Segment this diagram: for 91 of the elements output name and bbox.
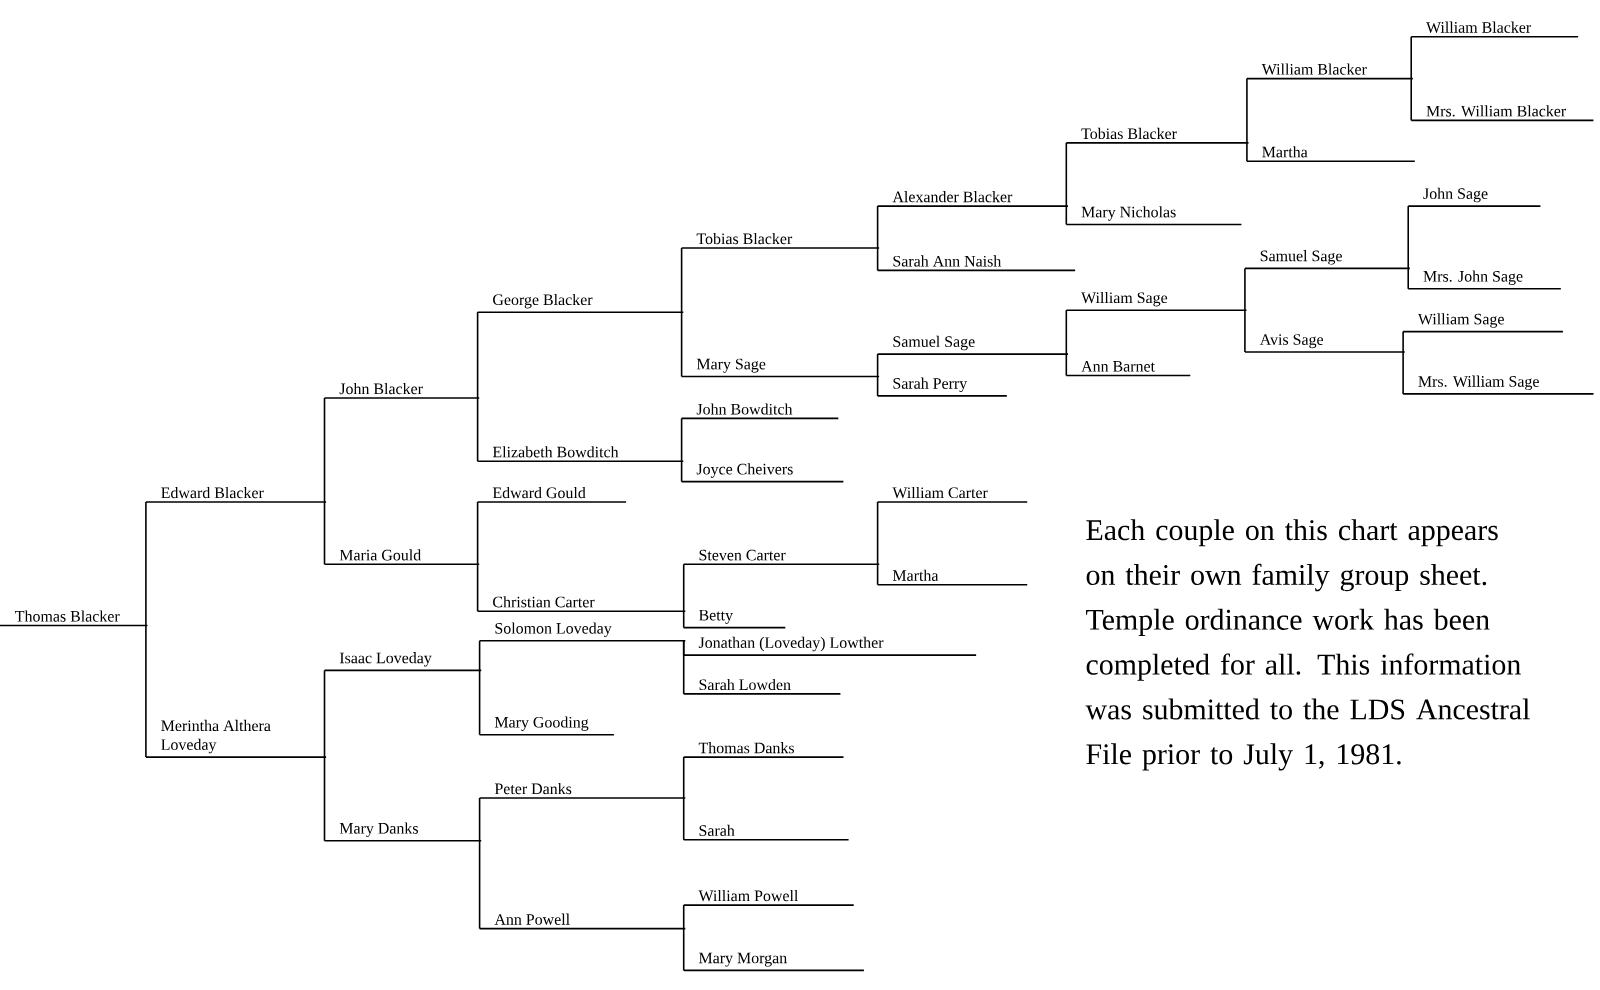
connector-line — [876, 205, 879, 249]
person-entry: Betty — [682, 609, 787, 629]
connector-line — [1065, 205, 1068, 226]
connector-line — [682, 797, 685, 841]
connector-line — [1065, 142, 1068, 207]
connector-line — [682, 904, 685, 930]
connector-line — [680, 417, 683, 462]
person-entry: Samuel Sage — [1244, 250, 1411, 270]
person-entry: Tobias Blacker — [1065, 127, 1250, 144]
person-entry: Mary Morgan — [682, 952, 865, 972]
person-entry: Maria Gould — [323, 549, 480, 566]
connector-line — [478, 640, 481, 672]
person-entry: Ann Powell — [478, 913, 687, 930]
person-entry: Sarah — [682, 824, 850, 841]
person-entry: Mary Gooding — [478, 716, 615, 736]
connector-line — [1244, 309, 1246, 353]
person-entry: Alexander Blacker — [876, 191, 1069, 207]
connector-line — [876, 501, 879, 566]
connector-line — [476, 501, 479, 566]
connector-line — [682, 563, 685, 612]
connector-line — [680, 247, 683, 313]
person-entry: Peter Danks — [478, 783, 687, 799]
connector-line — [1402, 330, 1404, 353]
note-text: Each couple on this chart appears on their own family group sheet. Temple ordinance work has been completed for all. This information was submitted to the LDS Ancestral File prior to July 1, 1981. — [1085, 519, 1530, 771]
connector-line — [1407, 205, 1409, 270]
person-entry: William Blacker — [1246, 63, 1414, 80]
person-entry: Mrs. John Sage — [1407, 270, 1562, 290]
person-entry: Martha — [1246, 146, 1416, 162]
person-entry: Sarah Perry — [876, 377, 1008, 397]
person-entry: Edward Gould — [476, 487, 627, 503]
person-entry: John Bowditch — [680, 403, 840, 420]
connector-line — [1065, 309, 1068, 355]
person-entry: Steven Carter — [682, 549, 880, 566]
connector-line — [476, 397, 479, 462]
connector-line — [680, 311, 683, 378]
connector-line — [476, 311, 479, 399]
person-entry: Mary Danks — [323, 822, 482, 842]
person-entry: Mrs. William Blacker — [1410, 105, 1595, 122]
person-entry: William Sage — [1065, 291, 1248, 311]
person-entry: Merintha Althera Loveday — [145, 719, 327, 758]
connector-line — [478, 840, 481, 930]
person-entry: George Blacker — [476, 293, 685, 313]
connector-line — [682, 927, 685, 972]
person-entry: William Powell — [682, 890, 855, 906]
connector-line — [682, 610, 685, 629]
person-entry: Avis Sage — [1244, 334, 1406, 353]
connector-line — [682, 756, 685, 799]
connector-line — [1402, 351, 1404, 395]
person-entry: Elizabeth Bowditch — [476, 446, 685, 462]
person-entry: John Blacker — [323, 383, 480, 399]
person-entry: Sarah Lowden — [682, 678, 842, 695]
connector-line — [1246, 77, 1248, 144]
connector-line — [478, 797, 481, 842]
connector-line — [876, 375, 879, 397]
connector-line — [876, 563, 879, 586]
connector-line — [876, 353, 879, 378]
connector-line — [478, 669, 481, 736]
connector-line — [145, 501, 147, 627]
person-entry: William Carter — [876, 486, 1028, 503]
connector-line — [1244, 267, 1246, 311]
connector-line — [1407, 267, 1409, 290]
person-entry: Sarah Ann Naish — [876, 255, 1076, 272]
person-entry: William Blacker — [1410, 21, 1579, 38]
connector-line — [1065, 353, 1068, 377]
person-entry: John Sage — [1407, 187, 1542, 207]
person-entry: Joyce Cheivers — [680, 463, 845, 483]
person-entry: Mary Sage — [680, 358, 880, 378]
connector-line — [323, 756, 326, 842]
person-entry: Thomas Blacker — [0, 610, 149, 627]
person-entry: Edward Blacker — [145, 487, 327, 503]
person-entry: Martha — [876, 569, 1028, 586]
connector-line — [323, 669, 326, 758]
person-entry: Thomas Danks — [682, 742, 845, 758]
connector-line — [876, 247, 879, 272]
connector-line — [323, 501, 326, 566]
person-entry: Christian Carter — [476, 596, 687, 612]
person-entry: Ann Barnet — [1065, 361, 1192, 377]
connector-line — [1246, 142, 1248, 162]
person-entry: Tobias Blacker — [680, 232, 880, 249]
connector-line — [682, 640, 685, 695]
person-entry: Mary Nicholas — [1065, 206, 1243, 226]
person-entry: Mrs. William Sage — [1402, 375, 1595, 395]
connector-line — [680, 460, 683, 483]
connector-line — [145, 624, 147, 758]
person-entry: Isaac Loveday — [323, 652, 482, 672]
connector-line — [1410, 35, 1412, 80]
person-entry: William Sage — [1402, 313, 1564, 333]
connector-line — [1410, 77, 1412, 122]
person-entry: Samuel Sage — [876, 335, 1069, 355]
connector-line — [323, 397, 326, 503]
connector-line — [476, 563, 479, 612]
